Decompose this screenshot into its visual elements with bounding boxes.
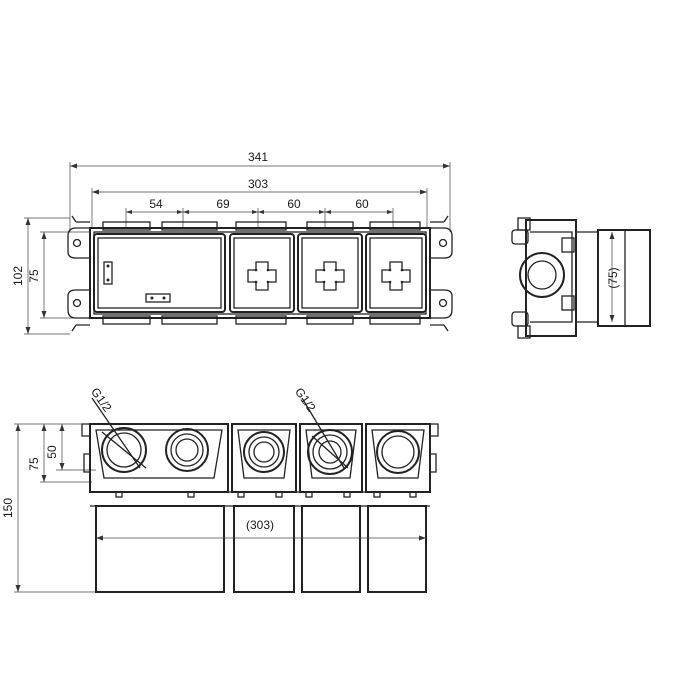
port-4 (307, 429, 353, 475)
compartment-1 (93, 233, 226, 313)
body-outline (89, 227, 431, 319)
compartment-2 (229, 233, 295, 313)
dim-segment-1: 54 (149, 197, 163, 211)
dim-segment-2: 69 (216, 197, 230, 211)
dim-height-outer: 102 (11, 266, 25, 286)
dim-segment-3: 60 (287, 197, 301, 211)
front-view: 150 75 50 (1, 385, 439, 593)
top-view: 341 303 54 69 60 60 102 75 (11, 150, 453, 335)
side-view: (75) (511, 217, 651, 339)
dim-overall-width: 341 (248, 150, 268, 164)
port-1 (101, 427, 147, 473)
dim-front-75: 75 (27, 457, 41, 471)
port-5 (376, 430, 420, 474)
port-2 (165, 428, 209, 472)
compartment-3 (297, 233, 363, 313)
thread-label-left: G1/2 (88, 385, 115, 415)
dim-front-150: 150 (1, 498, 15, 518)
dim-segment-4: 60 (355, 197, 369, 211)
thread-label-right: G1/2 (292, 385, 319, 415)
dim-front-50: 50 (45, 445, 59, 459)
port-3 (243, 431, 285, 473)
dim-box-width: 303 (248, 177, 268, 191)
dim-front-width: (303) (246, 518, 274, 532)
dim-side-depth: (75) (606, 267, 620, 288)
compartment-4 (365, 233, 427, 313)
front-sleeves (90, 505, 430, 593)
mounting-ears (67, 215, 453, 332)
dim-height-inner: 75 (27, 269, 41, 283)
